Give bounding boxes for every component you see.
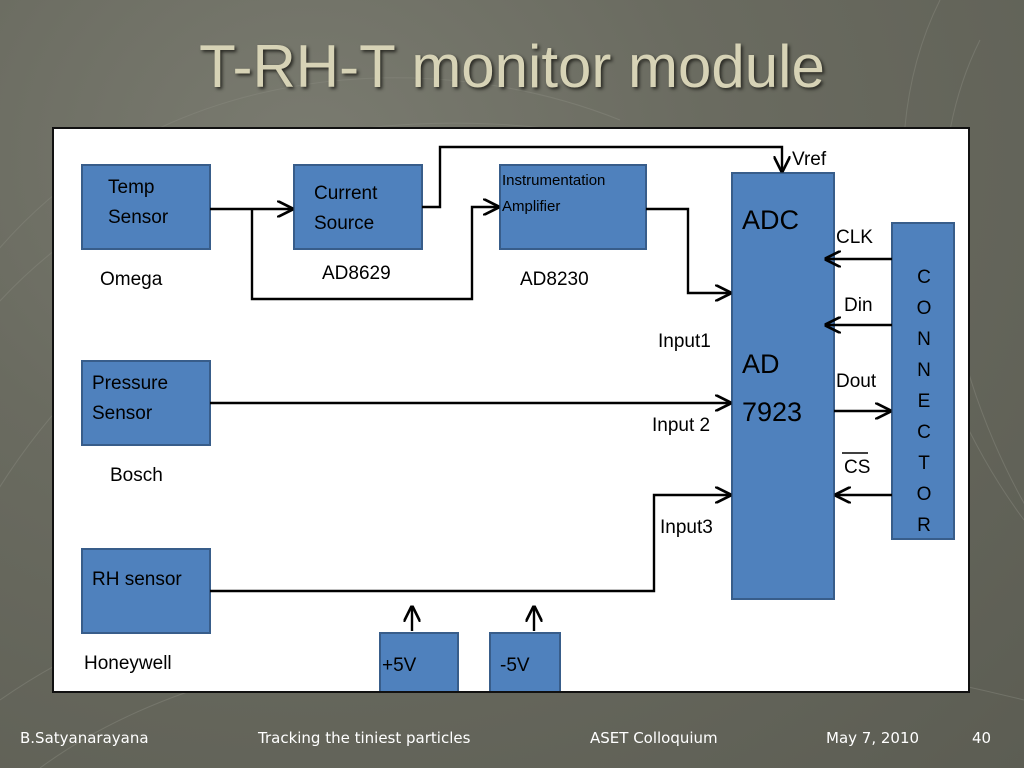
inst-amp-label-line1: Instrumentation	[502, 172, 605, 189]
input3-label: Input3	[660, 517, 713, 538]
slide-title: T-RH-T monitor module	[199, 33, 825, 100]
inst-amp-label-line2: Amplifier	[502, 198, 560, 215]
block-diagram: Temp Sensor Omega Current Source AD8629 …	[52, 127, 970, 693]
honeywell-label: Honeywell	[84, 653, 172, 674]
connector-letter: C	[917, 422, 931, 443]
cs-label: CS	[844, 457, 870, 478]
current-source-label-line2: Source	[314, 213, 374, 234]
diagram-canvas: Temp Sensor Omega Current Source AD8629 …	[81, 145, 955, 691]
footer-event: ASET Colloquium	[590, 729, 718, 747]
minus5v-block: -5V	[489, 632, 561, 691]
instrumentation-amplifier-block: Instrumentation Amplifier	[499, 164, 647, 250]
connector-letter: O	[917, 298, 932, 319]
plus5v-block: +5V	[379, 632, 459, 691]
connector-letter: T	[918, 453, 930, 474]
temp-sensor-block: Temp Sensor	[81, 164, 211, 250]
temp-sensor-label-line1: Temp	[108, 177, 154, 198]
minus5v-label: -5V	[500, 655, 530, 676]
pressure-sensor-label-line2: Sensor	[92, 403, 153, 424]
footer-talk-title: Tracking the tiniest particles	[258, 729, 471, 747]
dout-label: Dout	[836, 371, 877, 392]
bosch-label: Bosch	[110, 465, 163, 486]
footer-author: B.Satyanarayana	[20, 729, 149, 747]
page-number: 40	[972, 729, 992, 747]
connector-letter: C	[917, 267, 931, 288]
connector-block: C O N N E C T O R	[891, 222, 955, 540]
ad8629-label: AD8629	[322, 263, 391, 284]
input1-label: Input1	[658, 331, 711, 352]
connector-letter: E	[918, 391, 931, 412]
connector-letter: N	[917, 329, 931, 350]
pressure-sensor-block: Pressure Sensor	[81, 360, 211, 446]
pressure-sensor-label-line1: Pressure	[92, 373, 168, 394]
rh-sensor-block: RH sensor	[81, 548, 211, 634]
current-source-label-line1: Current	[314, 183, 378, 204]
wire-amp-to-input1	[646, 207, 730, 293]
rh-sensor-label: RH sensor	[92, 569, 182, 590]
temp-sensor-label-line2: Sensor	[108, 207, 169, 228]
vref-label: Vref	[792, 149, 827, 170]
adc-part-line2: 7923	[742, 397, 802, 427]
footer-date: May 7, 2010	[826, 729, 920, 747]
clk-label: CLK	[836, 227, 873, 248]
omega-label: Omega	[100, 269, 163, 290]
connector-letter: O	[917, 484, 932, 505]
adc-part-line1: AD	[742, 349, 780, 379]
wire-rh-to-input3	[210, 495, 730, 593]
connector-letter: R	[917, 515, 931, 536]
plus5v-label: +5V	[382, 655, 417, 676]
wire-current-to-vref	[422, 145, 782, 209]
din-label: Din	[844, 295, 873, 316]
current-source-block: Current Source	[293, 164, 423, 250]
wires	[210, 145, 892, 631]
input2-label: Input 2	[652, 415, 710, 436]
ad8230-label: AD8230	[520, 269, 589, 290]
adc-block: ADC AD 7923	[731, 172, 835, 600]
adc-label: ADC	[742, 205, 799, 235]
wire-temp-to-amp	[250, 207, 498, 301]
connector-letter: N	[917, 360, 931, 381]
